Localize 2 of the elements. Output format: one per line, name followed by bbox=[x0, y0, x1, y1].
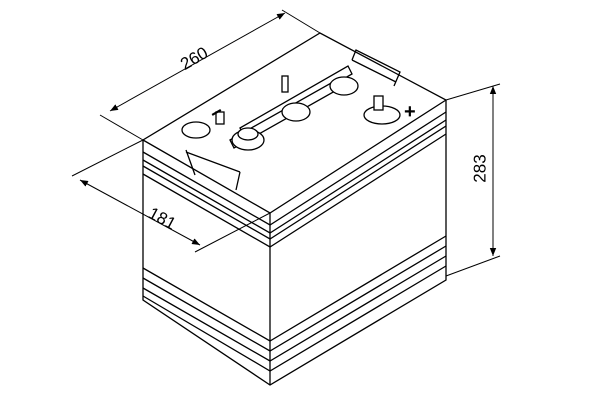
polarity-sign: + bbox=[404, 103, 416, 121]
dimension-label: 283 bbox=[472, 154, 489, 183]
